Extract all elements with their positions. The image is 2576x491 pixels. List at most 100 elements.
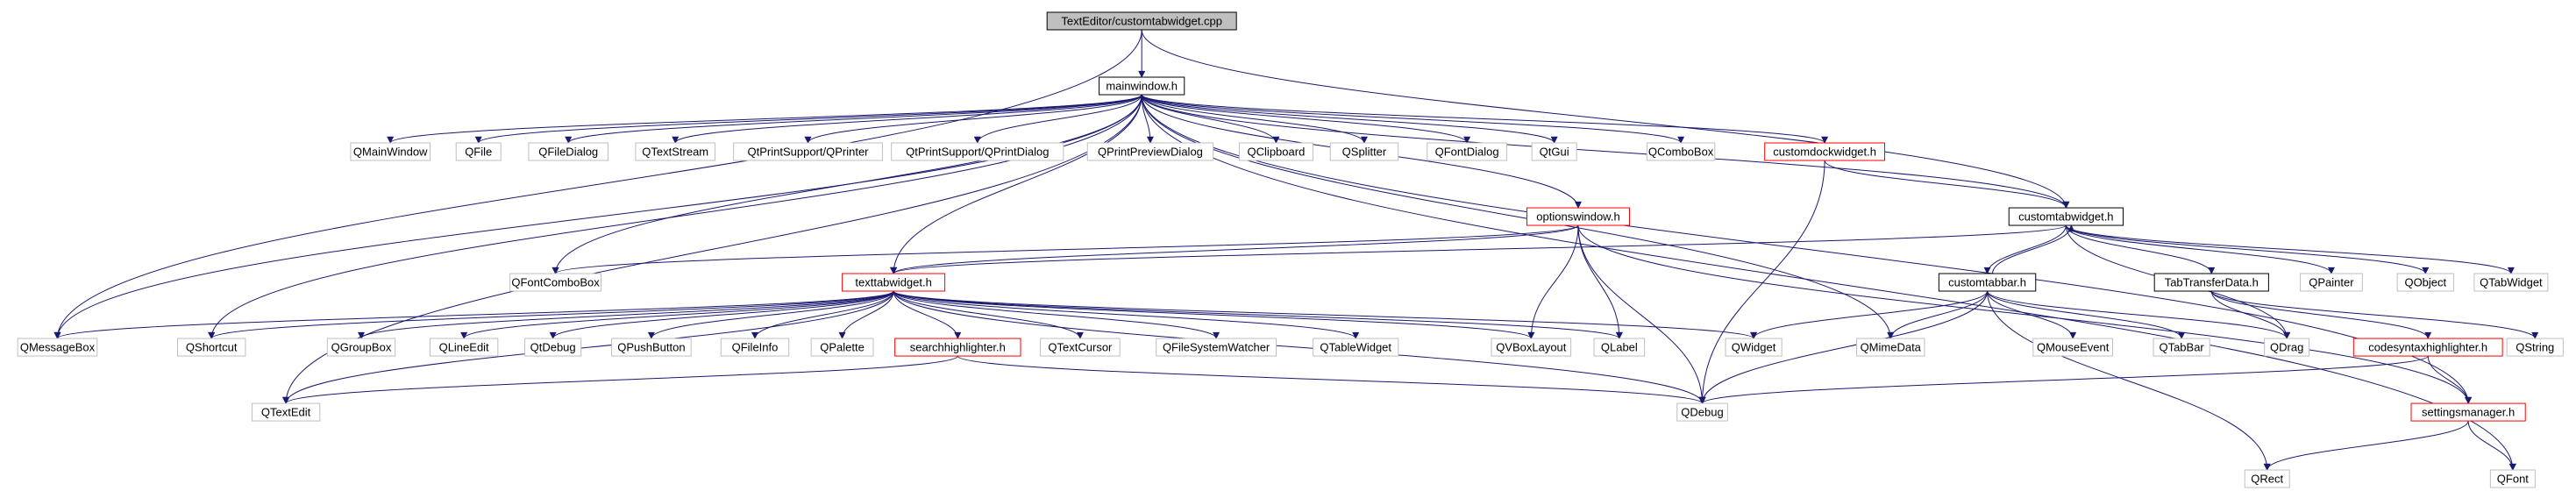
node-box bbox=[1938, 273, 2037, 292]
edge-tabtransferdata-to-qstring bbox=[2210, 290, 2539, 339]
node-label: QShortcut bbox=[186, 341, 238, 354]
node-box bbox=[176, 338, 246, 357]
node-box bbox=[1156, 338, 1277, 357]
edge-mainwindow-to-qsplitter bbox=[1141, 94, 1368, 144]
node-optionswindow[interactable]: optionswindow.h bbox=[1526, 207, 1630, 226]
node-box bbox=[2410, 402, 2526, 422]
node-qfontdialog: QFontDialog bbox=[1427, 142, 1507, 161]
node-label: QtPrintSupport/QPrintDialog bbox=[906, 146, 1049, 159]
edge-searchhighlighter-to-qdebug bbox=[957, 355, 1706, 404]
node-qtablewidget: QTableWidget bbox=[1313, 338, 1399, 357]
node-texttabwidget[interactable]: texttabwidget.h bbox=[842, 273, 946, 292]
node-qmouseevent: QMouseEvent bbox=[2032, 338, 2113, 357]
node-label: TextEditor/customtabwidget.cpp bbox=[1061, 14, 1222, 27]
node-box bbox=[2506, 338, 2564, 357]
node-label: customtabwidget.h bbox=[2018, 210, 2113, 224]
node-label: settingsmanager.h bbox=[2422, 406, 2515, 419]
node-customtabbar[interactable]: customtabbar.h bbox=[1938, 273, 2037, 292]
node-box bbox=[1491, 338, 1572, 357]
node-box bbox=[1238, 142, 1313, 161]
node-qlabel: QLabel bbox=[1593, 338, 1646, 357]
edge-texttabwidget-to-qtablewidget bbox=[893, 290, 1360, 339]
node-qdebug: QDebug bbox=[1676, 402, 1728, 422]
node-codesyntaxhighlighter[interactable]: codesyntaxhighlighter.h bbox=[2352, 338, 2503, 357]
edge-texttabwidget-to-qtextcursor bbox=[893, 290, 1084, 339]
node-tabtransferdata[interactable]: TabTransferData.h bbox=[2153, 273, 2269, 292]
node-searchhighlighter[interactable]: searchhighlighter.h bbox=[894, 338, 1021, 357]
edge-mainwindow-to-qfiledialog bbox=[565, 94, 1142, 144]
edge-mainwindow-to-qcombobox bbox=[1141, 94, 1684, 144]
edge-root-to-customtabwidget bbox=[1141, 29, 2070, 209]
node-label: QMimeData bbox=[1861, 341, 1922, 354]
edge-customtabwidget-to-customtabbar bbox=[1983, 224, 2067, 274]
edge-customtabwidget-to-tabtransferdata bbox=[2065, 224, 2216, 274]
node-qsplitter: QSplitter bbox=[1329, 142, 1399, 161]
edge-customtabbar-to-qrect bbox=[1987, 291, 2271, 471]
node-customtabwidget[interactable]: customtabwidget.h bbox=[2008, 207, 2124, 226]
node-box bbox=[528, 142, 609, 161]
node-box bbox=[1526, 207, 1630, 226]
edge-texttabwidget-to-qtextedit bbox=[282, 290, 894, 404]
node-box bbox=[1040, 338, 1121, 357]
node-label: QTextStream bbox=[642, 146, 708, 159]
node-qmainwindow: QMainWindow bbox=[350, 142, 431, 161]
node-label: QtDebug bbox=[530, 341, 576, 354]
edge-optionswindow-to-qfontcombobox bbox=[551, 224, 1579, 274]
node-box bbox=[2032, 338, 2113, 357]
edge-texttabwidget-to-qwidget bbox=[893, 290, 1757, 339]
node-box bbox=[1646, 142, 1716, 161]
edge-mainwindow-to-qtgui bbox=[1141, 94, 1558, 144]
node-label: QPrintPreviewDialog bbox=[1098, 146, 1203, 159]
edge-texttabwidget-to-qfileinfo bbox=[751, 290, 894, 339]
node-qdrag: QDrag bbox=[2264, 338, 2310, 357]
node-box bbox=[2396, 273, 2454, 292]
node-label: QObject bbox=[2404, 276, 2446, 289]
edge-texttabwidget-to-searchhighlighter bbox=[893, 290, 962, 339]
node-qtextcursor: QTextCursor bbox=[1040, 338, 1121, 357]
node-label: optionswindow.h bbox=[1536, 210, 1619, 224]
edge-mainwindow-to-texttabwidget bbox=[890, 95, 1142, 274]
edge-customtabbar-to-customtabwidget bbox=[1992, 224, 2075, 274]
node-label: QLineEdit bbox=[439, 341, 489, 354]
node-qtabwidget: QTabWidget bbox=[2473, 273, 2549, 292]
node-root[interactable]: TextEditor/customtabwidget.cpp bbox=[1046, 11, 1237, 31]
edge-customdockwidget-to-qdebug bbox=[1698, 160, 1825, 404]
node-qfileinfo: QFileInfo bbox=[720, 338, 790, 357]
node-box bbox=[2473, 273, 2549, 292]
edge-texttabwidget-to-qgroupbox bbox=[358, 290, 894, 339]
node-qtdebug: QtDebug bbox=[524, 338, 582, 357]
edge-mainwindow-to-qshortcut bbox=[208, 95, 1142, 339]
node-qpainter: QPainter bbox=[2300, 273, 2363, 292]
node-label: QLabel bbox=[1601, 341, 1638, 354]
node-label: QRect bbox=[2251, 473, 2283, 486]
edge-mainwindow-to-qtprinter bbox=[804, 94, 1142, 144]
node-label: QtGui bbox=[1540, 146, 1569, 159]
node-mainwindow[interactable]: mainwindow.h bbox=[1099, 76, 1185, 96]
node-box bbox=[251, 402, 321, 422]
node-label: QMouseEvent bbox=[2037, 341, 2110, 354]
node-qstring: QString bbox=[2506, 338, 2564, 357]
node-label: QTextCursor bbox=[1048, 341, 1113, 354]
edge-mainwindow-to-qtextedit bbox=[282, 95, 1142, 404]
node-qtprintdialog: QtPrintSupport/QPrintDialog bbox=[891, 142, 1064, 161]
node-box bbox=[509, 273, 601, 292]
node-qshortcut: QShortcut bbox=[176, 338, 246, 357]
node-label: mainwindow.h bbox=[1106, 80, 1178, 93]
node-qpushbutton: QPushButton bbox=[611, 338, 692, 357]
node-settingsmanager[interactable]: settingsmanager.h bbox=[2410, 402, 2526, 422]
edge-texttabwidget-to-qtdebug bbox=[549, 290, 894, 339]
node-box bbox=[1086, 142, 1214, 161]
node-box bbox=[1313, 338, 1399, 357]
node-box bbox=[1676, 402, 1728, 422]
node-customdockwidget[interactable]: customdockwidget.h bbox=[1764, 142, 1885, 161]
edge-root-to-qmessagebox bbox=[53, 29, 1142, 339]
node-box bbox=[455, 142, 502, 161]
node-box bbox=[2300, 273, 2363, 292]
node-qclipboard: QClipboard bbox=[1238, 142, 1313, 161]
edge-customtabbar-to-qdrag bbox=[1987, 290, 2291, 339]
node-qtextstream: QTextStream bbox=[635, 142, 716, 161]
node-label: texttabwidget.h bbox=[855, 276, 931, 289]
edge-customtabbar-to-qmimedata bbox=[1887, 290, 1989, 339]
edge-mainwindow-to-qclipboard bbox=[1141, 94, 1280, 144]
edge-texttabwidget-to-qmessagebox bbox=[53, 290, 894, 339]
